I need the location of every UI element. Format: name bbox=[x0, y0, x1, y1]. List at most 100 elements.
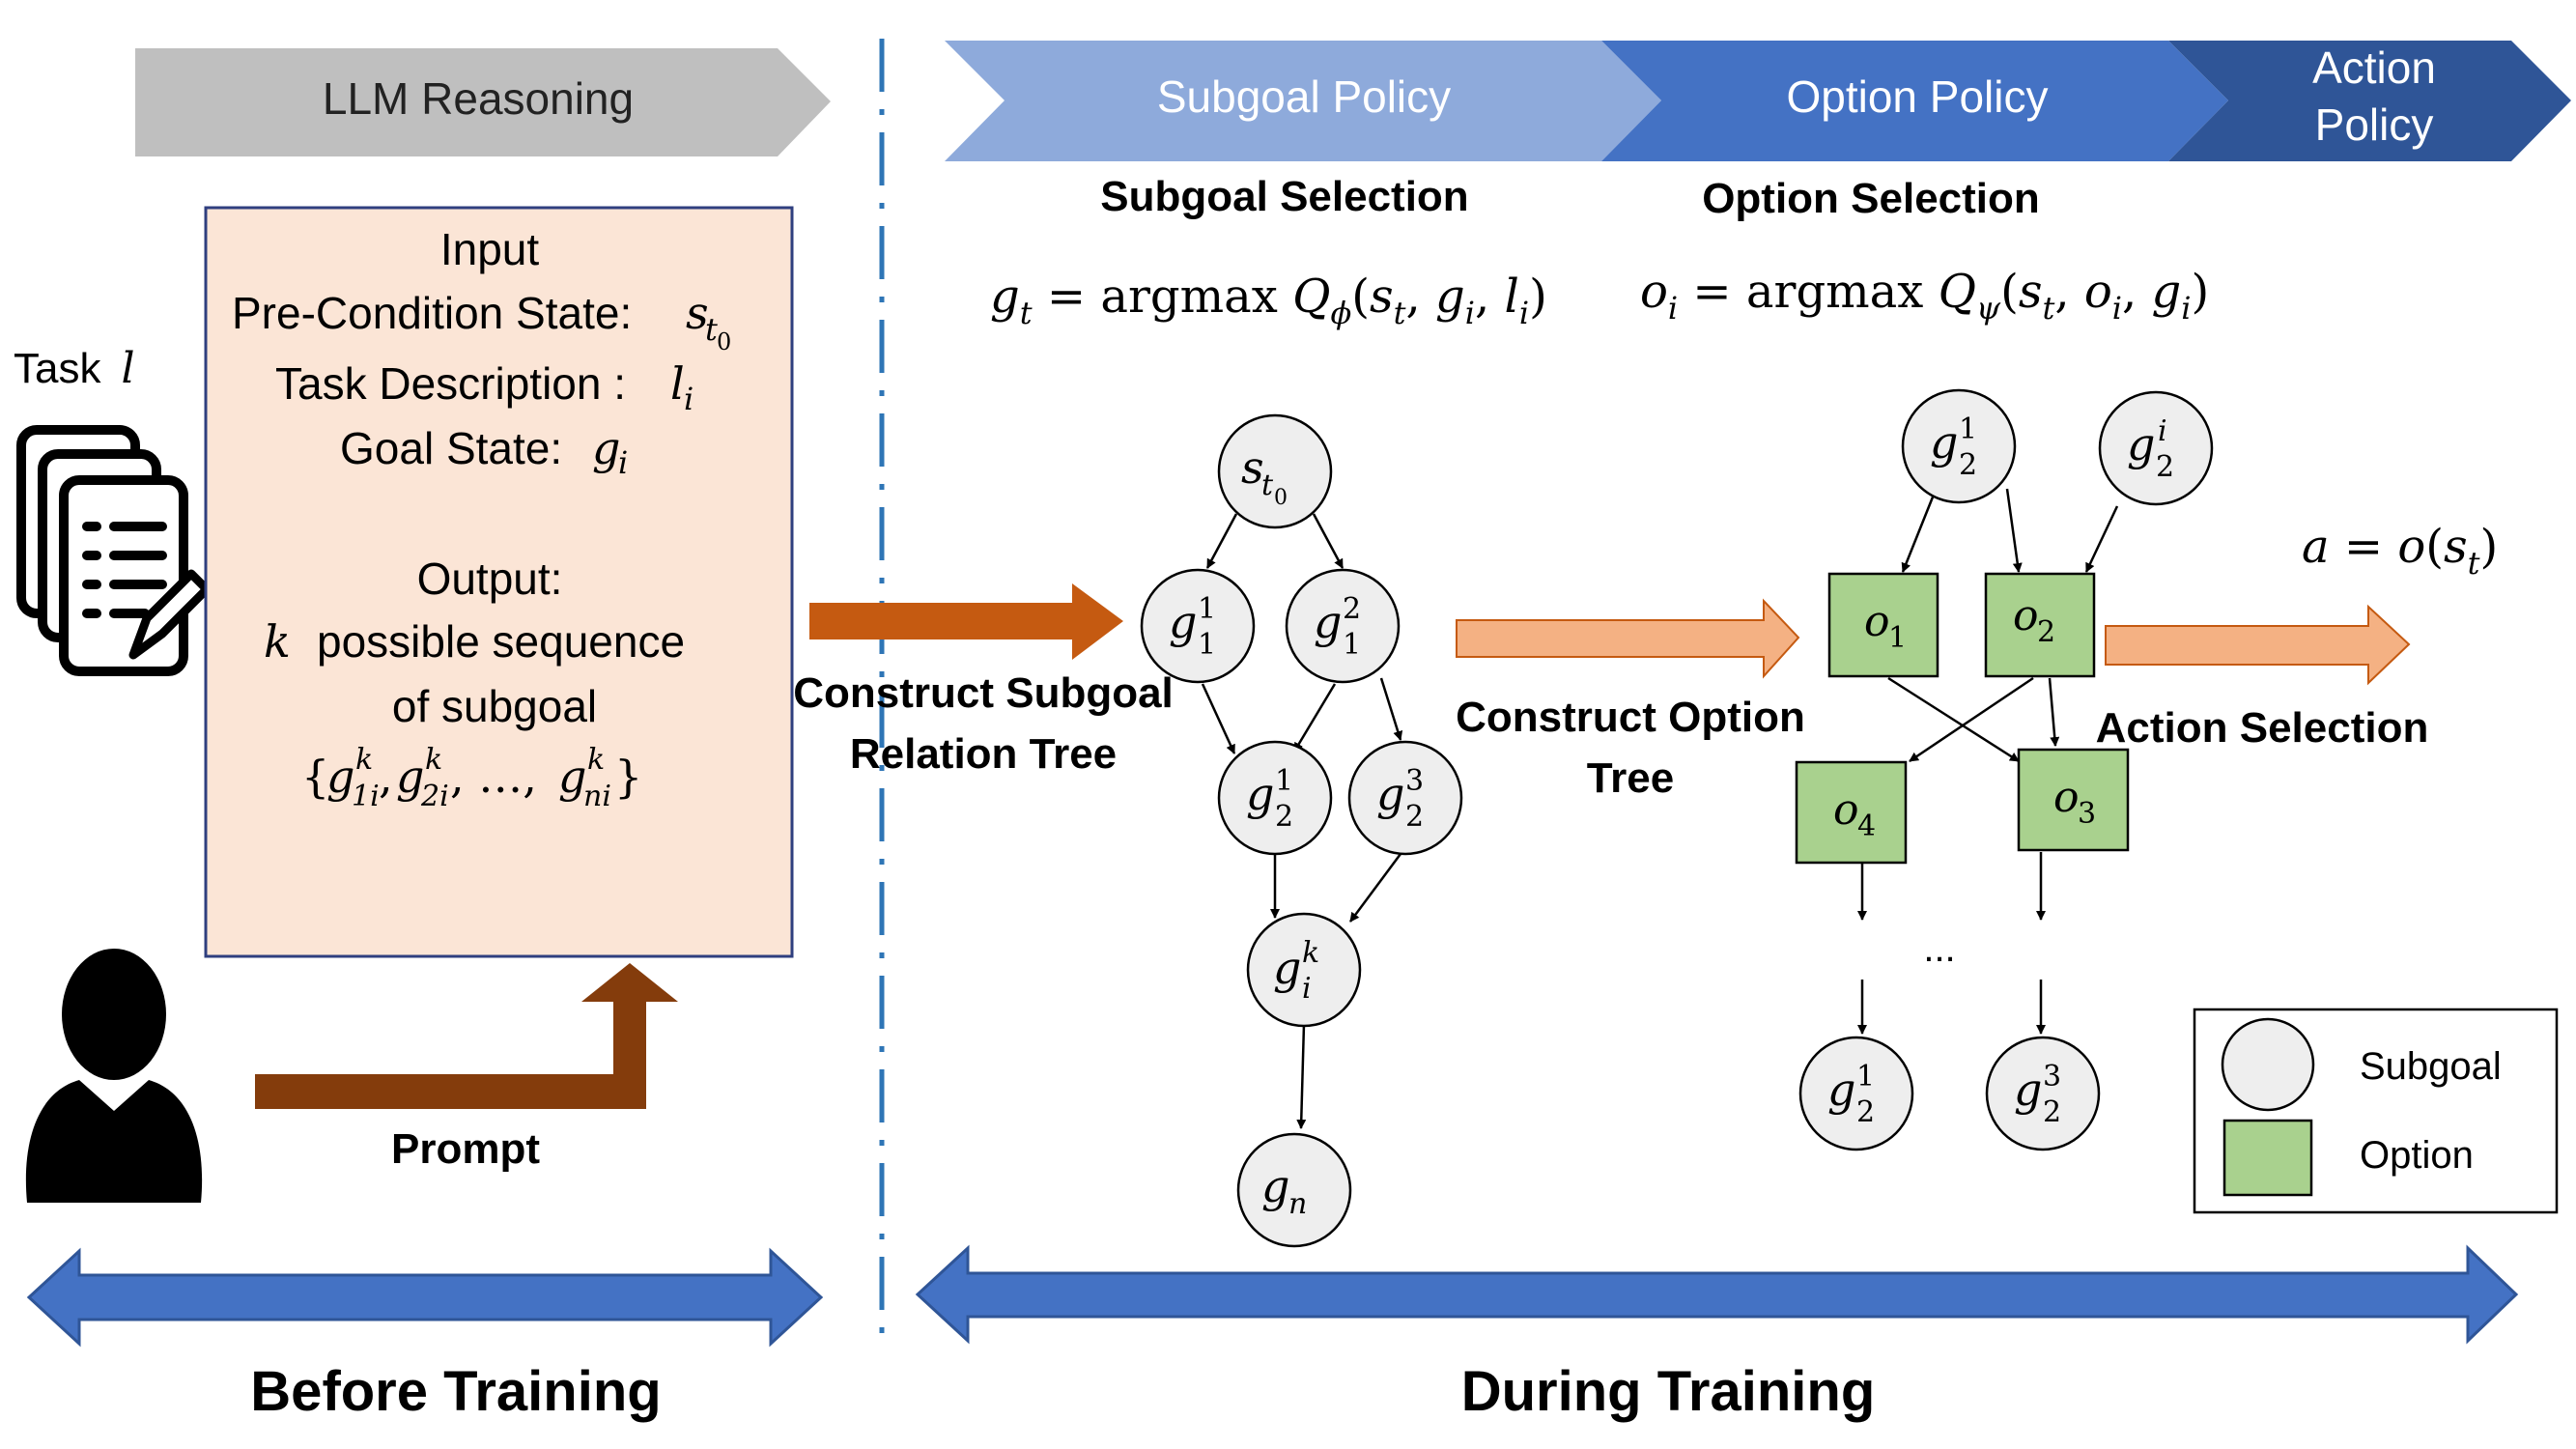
goal-state-line: Goal State: g i bbox=[340, 422, 628, 481]
svg-text:2: 2 bbox=[1959, 448, 1977, 482]
svg-text:2: 2 bbox=[2156, 450, 2174, 484]
svg-text:i: i bbox=[618, 444, 628, 481]
prompt-arrow bbox=[255, 963, 678, 1109]
svg-text:g: g bbox=[2127, 418, 2155, 470]
svg-text:,: , bbox=[379, 751, 393, 803]
task-description-line: Task Description : l i bbox=[275, 357, 694, 417]
legend-option-label: Option bbox=[2360, 1134, 2474, 1177]
before-training-arrow bbox=[26, 1247, 824, 1348]
svg-text:1i: 1i bbox=[352, 780, 380, 813]
option-box-o3: o 3 bbox=[2017, 748, 2130, 852]
construct-option-label-line2: Tree bbox=[1587, 754, 1675, 802]
svg-text:t: t bbox=[1261, 469, 1274, 502]
svg-text:{: { bbox=[301, 751, 329, 803]
svg-text:i: i bbox=[684, 381, 694, 417]
svg-text:Goal State:: Goal State: bbox=[340, 423, 562, 473]
of-subgoal-label: of subgoal bbox=[392, 681, 597, 731]
svg-text:o: o bbox=[2053, 773, 2080, 822]
svg-text:g: g bbox=[326, 751, 354, 803]
svg-text:k: k bbox=[264, 615, 291, 668]
option-node-g2-1-top: g 1 2 bbox=[1901, 388, 2017, 504]
task-label: Task l bbox=[14, 344, 135, 393]
prompt-label: Prompt bbox=[391, 1125, 540, 1173]
option-tree-edges bbox=[1857, 488, 2119, 1035]
action-policy-label-line1: Action bbox=[2312, 43, 2436, 93]
svg-text:g: g bbox=[1314, 596, 1342, 648]
svg-text:t: t bbox=[705, 311, 718, 348]
svg-text:g: g bbox=[396, 751, 424, 803]
node-g2-3: g 3 2 bbox=[1347, 740, 1463, 856]
svg-text:g: g bbox=[1261, 1160, 1289, 1212]
svg-text:k: k bbox=[587, 743, 605, 777]
svg-text:g: g bbox=[592, 422, 620, 474]
svg-text:1: 1 bbox=[1856, 1060, 1875, 1094]
svg-text:o: o bbox=[2013, 591, 2039, 640]
svg-text:g: g bbox=[1169, 596, 1197, 648]
svg-text:g: g bbox=[1827, 1064, 1855, 1116]
svg-text:1: 1 bbox=[1275, 764, 1293, 798]
svg-text:}: } bbox=[614, 751, 642, 803]
precondition-line: Pre-Condition State: s t 0 bbox=[232, 287, 731, 355]
option-policy-banner bbox=[1601, 41, 2228, 161]
legend-option-swatch bbox=[2222, 1119, 2313, 1197]
svg-text:2: 2 bbox=[1856, 1095, 1875, 1129]
subgoal-selection-formula: gt = argmax Qϕ(st, gi, li) bbox=[990, 270, 1547, 331]
svg-text:g: g bbox=[1273, 942, 1301, 994]
svg-text:n: n bbox=[1288, 1187, 1307, 1221]
svg-text:l: l bbox=[670, 357, 685, 410]
svg-text:g: g bbox=[2014, 1064, 2042, 1116]
svg-text:k: k bbox=[425, 743, 442, 777]
construct-subgoal-label-line1: Construct Subgoal bbox=[793, 669, 1174, 717]
option-tree-ellipsis: ... bbox=[1923, 927, 1955, 970]
svg-text:0: 0 bbox=[717, 328, 731, 355]
svg-text:1: 1 bbox=[1888, 621, 1907, 655]
action-policy-banner bbox=[2168, 41, 2571, 161]
option-selection-label: Option Selection bbox=[1702, 175, 2040, 222]
possible-sequence-line: k possible sequence bbox=[264, 615, 685, 668]
svg-text:possible sequence: possible sequence bbox=[317, 616, 685, 667]
option-box-o4: o 4 bbox=[1795, 760, 1908, 865]
option-node-g2-1-bottom: g 1 2 bbox=[1798, 1036, 1914, 1151]
option-box-o2: o 2 bbox=[1984, 572, 2096, 678]
svg-text:g: g bbox=[558, 751, 586, 803]
svg-text:2: 2 bbox=[2043, 1095, 2061, 1129]
construct-subgoal-label-line2: Relation Tree bbox=[850, 730, 1117, 778]
documents-icon bbox=[16, 425, 212, 676]
person-icon bbox=[25, 949, 203, 1203]
action-formula: a = o(st) bbox=[2302, 520, 2498, 582]
construct-option-label-line1: Construct Option bbox=[1456, 694, 1805, 741]
svg-text:, …,: , …, bbox=[450, 751, 537, 803]
option-node-g2-i-top: g i 2 bbox=[2098, 390, 2214, 506]
node-s-t0: s t 0 bbox=[1217, 413, 1333, 529]
prompt-input-label: Input bbox=[440, 224, 540, 274]
svg-text:1: 1 bbox=[1959, 412, 1977, 446]
svg-text:k: k bbox=[355, 743, 373, 777]
option-node-g2-3-bottom: g 3 2 bbox=[1985, 1036, 2101, 1151]
svg-text:Task Description :: Task Description : bbox=[275, 358, 626, 409]
svg-text:s: s bbox=[686, 287, 709, 339]
svg-text:1: 1 bbox=[1198, 628, 1216, 662]
during-training-arrow bbox=[915, 1244, 2519, 1345]
svg-text:2: 2 bbox=[1275, 800, 1293, 834]
llm-reasoning-label: LLM Reasoning bbox=[323, 73, 634, 124]
prompt-box bbox=[204, 206, 794, 958]
svg-text:g: g bbox=[1376, 768, 1404, 820]
svg-text:o: o bbox=[1864, 597, 1890, 646]
during-training-label: During Training bbox=[1461, 1360, 1876, 1423]
svg-text:i: i bbox=[1302, 972, 1312, 1006]
construct-option-arrow bbox=[1456, 598, 1800, 679]
legend-subgoal-label: Subgoal bbox=[2360, 1045, 2502, 1088]
node-g1-2: g 2 1 bbox=[1285, 568, 1401, 684]
svg-text:Pre-Condition State:: Pre-Condition State: bbox=[232, 288, 632, 338]
svg-text:ni: ni bbox=[583, 780, 611, 813]
node-g2-1: g 1 2 bbox=[1217, 740, 1333, 856]
llm-reasoning-banner bbox=[135, 48, 831, 156]
svg-text:2: 2 bbox=[1405, 800, 1424, 834]
svg-text:2: 2 bbox=[1343, 592, 1361, 626]
svg-text:2i: 2i bbox=[420, 780, 449, 813]
before-training-label: Before Training bbox=[250, 1360, 661, 1423]
output-label: Output: bbox=[417, 554, 563, 604]
node-gn: g n bbox=[1236, 1132, 1352, 1248]
option-selection-formula: oi = argmax Qψ(st, oi, gi) bbox=[1640, 265, 2209, 327]
